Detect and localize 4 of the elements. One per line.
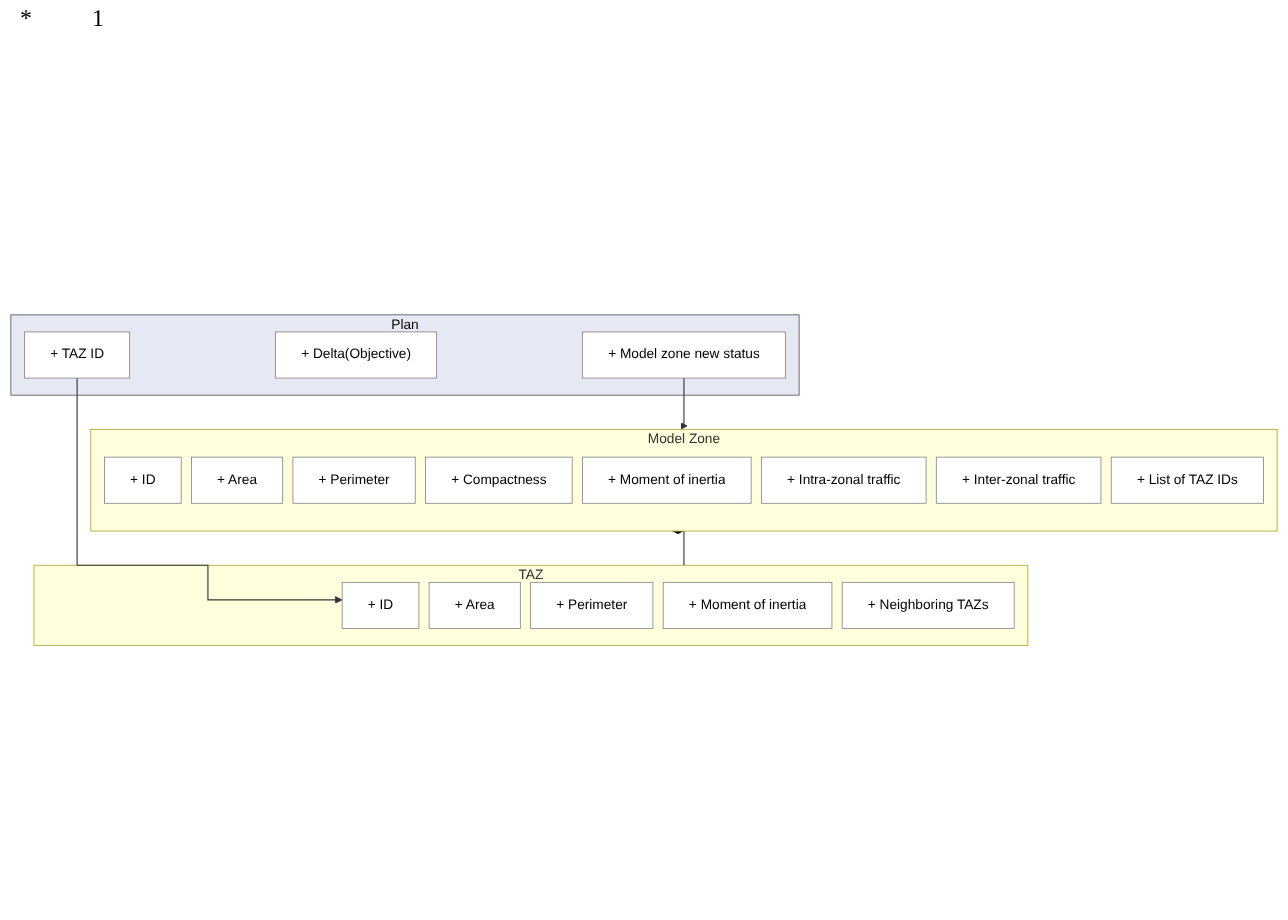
arrow xyxy=(76,377,343,604)
multiplicity-label: * xyxy=(20,4,32,36)
multiplicity-label: 1 xyxy=(92,4,104,36)
arrow xyxy=(680,377,688,430)
